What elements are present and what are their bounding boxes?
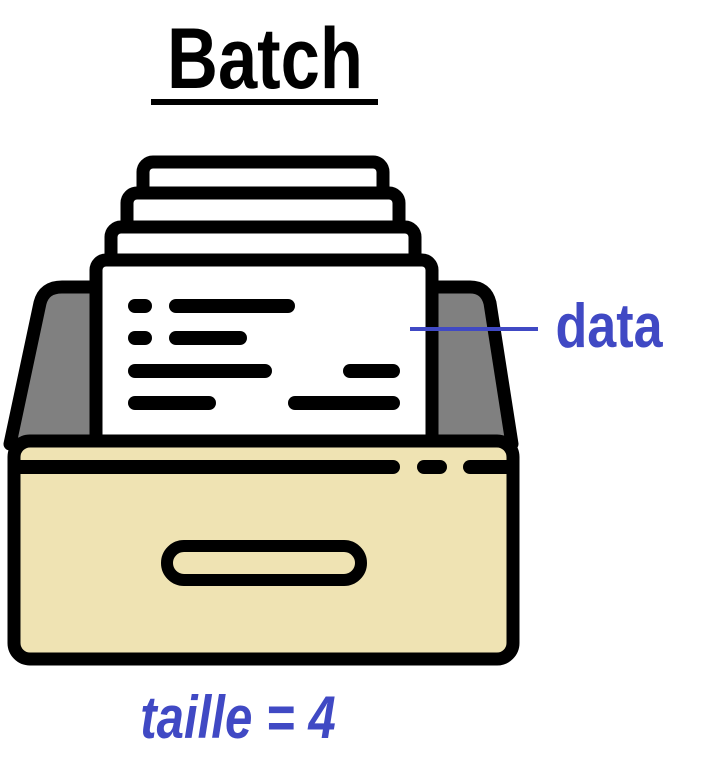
card-text-lines (128, 299, 400, 410)
title-underline (151, 99, 378, 105)
file-drawer-icon (3, 155, 520, 666)
size-label: taille = 4 (140, 683, 336, 751)
drawer-handle (161, 540, 367, 586)
title: Batch (167, 10, 363, 106)
card-front (89, 253, 439, 467)
data-label: data (555, 292, 663, 361)
